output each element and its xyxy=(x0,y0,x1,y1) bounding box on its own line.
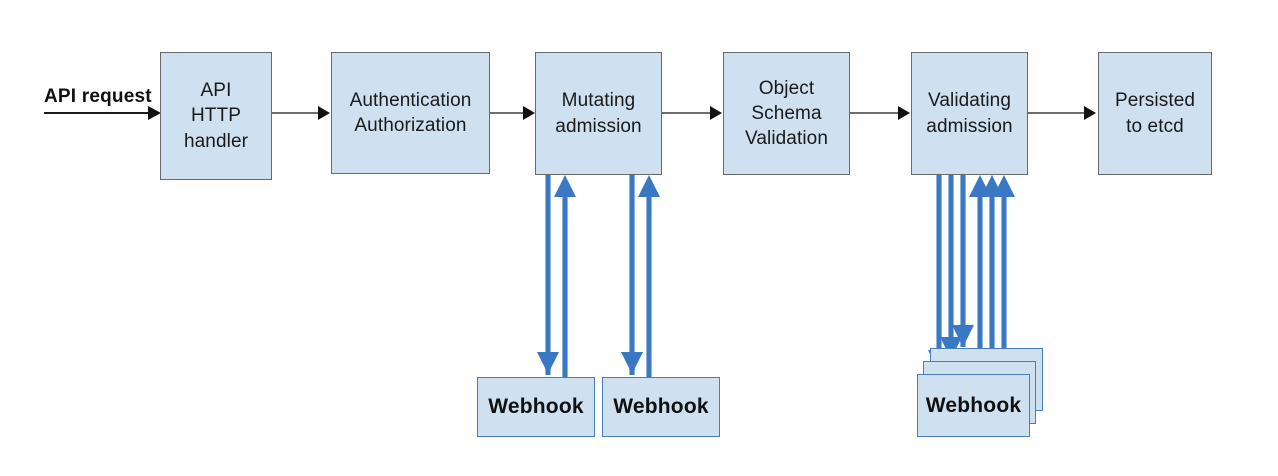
connector-validating-to-etcd-arrowhead xyxy=(1084,106,1096,120)
arrow-validating-to-webhook-shaft-1 xyxy=(936,175,942,372)
connector-schema-to-validating xyxy=(850,112,900,114)
node-api-http-handler[interactable]: API HTTP handler xyxy=(160,52,272,180)
arrow-webhook1-to-mutating-shaft xyxy=(562,196,568,377)
connector-handler-to-authn xyxy=(272,112,320,114)
node-authentication-authorization[interactable]: Authentication Authorization xyxy=(331,52,490,174)
arrow-webhook2-to-mutating-shaft xyxy=(646,196,652,377)
arrow-validating-to-webhook-shaft-3 xyxy=(960,175,966,347)
connector-validating-to-etcd xyxy=(1028,112,1086,114)
arrow-webhook-to-validating-head-3 xyxy=(993,175,1015,197)
arrow-webhook1-to-mutating-head xyxy=(554,175,576,197)
api-request-label: API request xyxy=(44,86,152,107)
arrow-mutating-to-webhook2-shaft xyxy=(629,175,635,375)
arrow-mutating-to-webhook1-head xyxy=(537,352,559,374)
node-persisted-to-etcd[interactable]: Persisted to etcd xyxy=(1098,52,1212,175)
arrow-webhook-to-validating-shaft-3 xyxy=(1001,196,1007,349)
api-request-arrow-shaft xyxy=(44,112,150,114)
webhook-box-mutating-2[interactable]: Webhook xyxy=(602,377,720,437)
arrow-mutating-to-webhook2-head xyxy=(621,352,643,374)
arrow-validating-to-webhook-shaft-2 xyxy=(948,175,954,359)
node-validating-admission[interactable]: Validating admission xyxy=(911,52,1028,175)
connector-authn-to-mutating-arrowhead xyxy=(523,106,535,120)
connector-authn-to-mutating xyxy=(490,112,526,114)
arrow-mutating-to-webhook1-shaft xyxy=(545,175,551,375)
webhook-box-mutating-1[interactable]: Webhook xyxy=(477,377,595,437)
webhook-box-validating-front[interactable]: Webhook xyxy=(917,374,1030,437)
arrow-webhook-to-validating-shaft-1 xyxy=(977,196,983,374)
arrow-webhook2-to-mutating-head xyxy=(638,175,660,197)
node-object-schema-validation[interactable]: Object Schema Validation xyxy=(723,52,850,175)
connector-mutating-to-schema-arrowhead xyxy=(710,106,722,120)
arrow-validating-to-webhook-head-3 xyxy=(952,325,974,347)
api-request-arrow-head xyxy=(148,106,161,120)
node-mutating-admission[interactable]: Mutating admission xyxy=(535,52,662,175)
connector-schema-to-validating-arrowhead xyxy=(898,106,910,120)
connector-mutating-to-schema xyxy=(662,112,712,114)
arrow-webhook-to-validating-shaft-2 xyxy=(989,196,995,362)
connector-handler-to-authn-arrowhead xyxy=(318,106,330,120)
